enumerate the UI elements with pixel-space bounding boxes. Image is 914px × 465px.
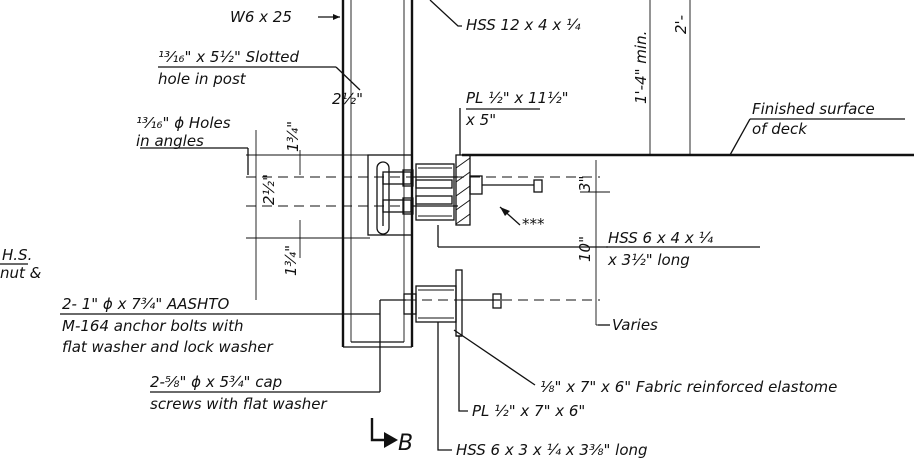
dim-2-top: 2'- xyxy=(672,15,690,34)
label-hss6-1: HSS 6 x 4 x ¼ xyxy=(608,229,713,247)
label-holes-1: ¹³⁄₁₆" ϕ Holes xyxy=(136,114,231,132)
section-marker-b xyxy=(370,418,398,448)
label-hss12: HSS 12 x 4 x ¼ xyxy=(466,16,581,34)
hss-6x4-tube xyxy=(415,163,455,221)
label-varies: Varies xyxy=(612,316,658,334)
label-plate-top-1: PL ½" x 11½" xyxy=(466,89,569,107)
label-elastomer: ⅛" x 7" x 6" Fabric reinforced elastome xyxy=(540,378,837,396)
dim-3: 3" xyxy=(576,176,594,192)
dim-2-5-top: 2½" xyxy=(332,90,363,108)
label-w6: W6 x 25 xyxy=(230,8,292,26)
label-anchor-3: flat washer and lock washer xyxy=(62,338,274,356)
label-hs-2: nut & xyxy=(0,264,42,282)
label-slotted-1: ¹³⁄₁₆" x 5½" Slotted xyxy=(158,48,299,66)
top-plate xyxy=(455,154,543,226)
dim-10: 10" xyxy=(576,236,594,262)
label-hs-1: H.S. xyxy=(2,246,32,264)
label-plate-top-2: x 5" xyxy=(465,111,496,129)
label-hss6x3: HSS 6 x 3 x ¼ x 3⅜" long xyxy=(456,441,648,459)
dim-2-5-mid: 2½" xyxy=(260,174,278,205)
leader-lines xyxy=(0,0,905,451)
label-cap-2: screws with flat washer xyxy=(150,395,327,413)
dim-1-75-lower: 1¾" xyxy=(282,245,300,276)
label-anchor-1: 2- 1" ϕ x 7¾" AASHTO xyxy=(62,295,229,313)
lower-assembly xyxy=(403,269,502,337)
label-holes-2: in angles xyxy=(136,132,204,150)
label-cap-1: 2-⅝" ϕ x 5¾" cap xyxy=(150,373,282,391)
label-hss6-2: x 3½" long xyxy=(607,251,690,269)
angle-plate xyxy=(367,154,413,236)
w6-post xyxy=(341,0,414,348)
label-stars: *** xyxy=(522,215,545,233)
label-slotted-2: hole in post xyxy=(158,70,247,88)
label-plate-bottom: PL ½" x 7" x 6" xyxy=(472,402,585,420)
label-finished-1: Finished surface xyxy=(752,100,875,118)
label-finished-2: of deck xyxy=(752,120,808,138)
dim-1-75-upper: 1¾" xyxy=(284,121,302,152)
dim-1-4-min: 1'-4" min. xyxy=(632,31,650,104)
label-section-b: B xyxy=(398,431,413,456)
label-anchor-2: M-164 anchor bolts with xyxy=(62,317,243,335)
dimension-lines xyxy=(246,0,691,326)
